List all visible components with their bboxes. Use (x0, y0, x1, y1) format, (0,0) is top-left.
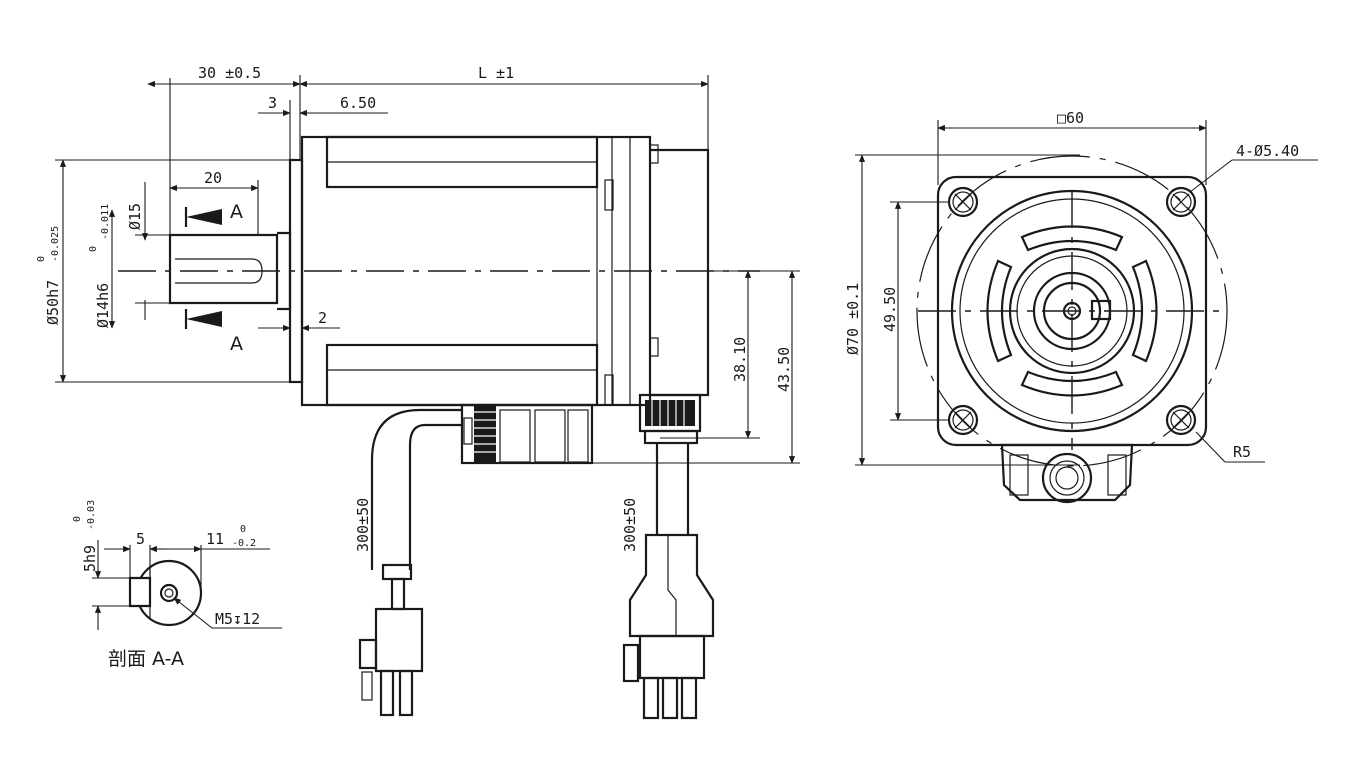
dim-dia-50-tol-bot: -0.025 (50, 226, 61, 262)
motor-body (300, 135, 710, 407)
dim-cable-1: 300±50 (354, 498, 372, 552)
dim-shaft-length: 30 ±0.5 (198, 64, 261, 82)
dim-dia-14-tol-top: 0 (88, 246, 99, 252)
dim-body-length: L ±1 (478, 64, 514, 82)
section-marker-bottom: A (230, 333, 243, 355)
dim-radius: R5 (1233, 443, 1251, 461)
dim-key-11: 11 (206, 530, 224, 548)
dim-cable-2: 300±50 (621, 498, 639, 552)
dim-key-5: 5 (136, 530, 145, 548)
power-cable (358, 408, 462, 717)
front-rings (950, 189, 1194, 433)
dim-pitch: 49.50 (881, 287, 899, 332)
dim-flange-3: 3 (268, 94, 277, 112)
mounting-holes (947, 186, 1197, 436)
dim-holes: 4-Ø5.40 (1236, 142, 1299, 160)
pitch-circle (916, 155, 1228, 467)
section-marker-top: A (230, 201, 243, 223)
encoder-connector (638, 393, 702, 445)
dim-h-3810: 38.10 (731, 337, 749, 382)
dim-key-5h9-tol-bot: -0.03 (86, 500, 97, 530)
side-dimensions: 30 ±0.5 L ±1 3 6.50 20 Ø15 Ø14h6 0 (36, 64, 800, 552)
dim-key-5h9-tol-top: 0 (72, 516, 83, 522)
power-connector-block (460, 403, 594, 465)
dim-dia-70: Ø70 ±0.1 (844, 283, 862, 355)
dim-shaft-20: 20 (204, 169, 222, 187)
side-view: A A 30 ±0.5 L ±1 3 6.50 20 (36, 64, 800, 720)
dim-key-11-tol-bot: -0.2 (232, 538, 256, 549)
dim-key-dia: Ø15 (126, 203, 144, 230)
front-dimensions: □60 4-Ø5.40 Ø70 ±0.1 49.50 R5 (844, 109, 1318, 466)
dim-h-4350: 43.50 (775, 347, 793, 392)
dim-key-5h9: 5h9 (81, 545, 99, 572)
dim-gap-2: 2 (318, 309, 327, 327)
encoder-cable (622, 443, 715, 720)
dim-square-60: □60 (1057, 109, 1084, 127)
dim-dia-14: Ø14h6 (94, 283, 112, 328)
dim-dia-50: Ø50h7 (44, 280, 62, 325)
section-marker: A A (184, 201, 243, 355)
dim-flange-650: 6.50 (340, 94, 376, 112)
cable-gland (1000, 443, 1134, 504)
dim-dia-14-tol-bot: -0.011 (100, 204, 111, 240)
section-caption: 剖面 A-A (108, 648, 184, 670)
dim-dia-50-tol-top: 0 (36, 256, 47, 262)
section-a-a: 5 11 0 -0.2 5h9 0 -0.03 M5↧12 剖面 A-A (72, 500, 282, 670)
front-view: □60 4-Ø5.40 Ø70 ±0.1 49.50 R5 (844, 109, 1318, 504)
dim-thread: M5↧12 (215, 610, 260, 628)
dim-key-11-tol-top: 0 (240, 524, 246, 535)
